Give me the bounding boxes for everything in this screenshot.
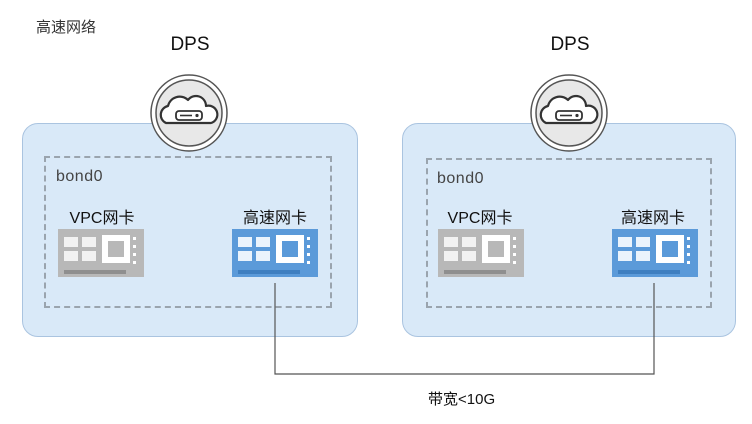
network-card-icon — [232, 229, 318, 277]
network-card-icon — [612, 229, 698, 277]
hs-nic-label-2: 高速网卡 — [620, 210, 685, 227]
network-card-icon — [58, 229, 144, 277]
dps-label-2: DPS — [550, 34, 590, 55]
bond-label-2: bond0 — [437, 170, 484, 187]
bandwidth-link-line — [274, 283, 655, 375]
diagram-title: 高速网络 — [36, 19, 97, 36]
vpc-nic-label-2: VPC网卡 — [447, 210, 513, 227]
dps-label-1: DPS — [170, 34, 210, 55]
vpc-nic-label-1: VPC网卡 — [69, 210, 135, 227]
storage-cloud-icon — [530, 74, 608, 152]
bond-box-1 — [44, 156, 332, 308]
bond-label-1: bond0 — [56, 168, 103, 185]
hs-nic-label-1: 高速网卡 — [242, 210, 307, 227]
network-card-icon — [438, 229, 524, 277]
bond-box-2 — [426, 158, 712, 308]
bandwidth-label: 带宽<10G — [428, 391, 496, 408]
storage-cloud-icon — [150, 74, 228, 152]
